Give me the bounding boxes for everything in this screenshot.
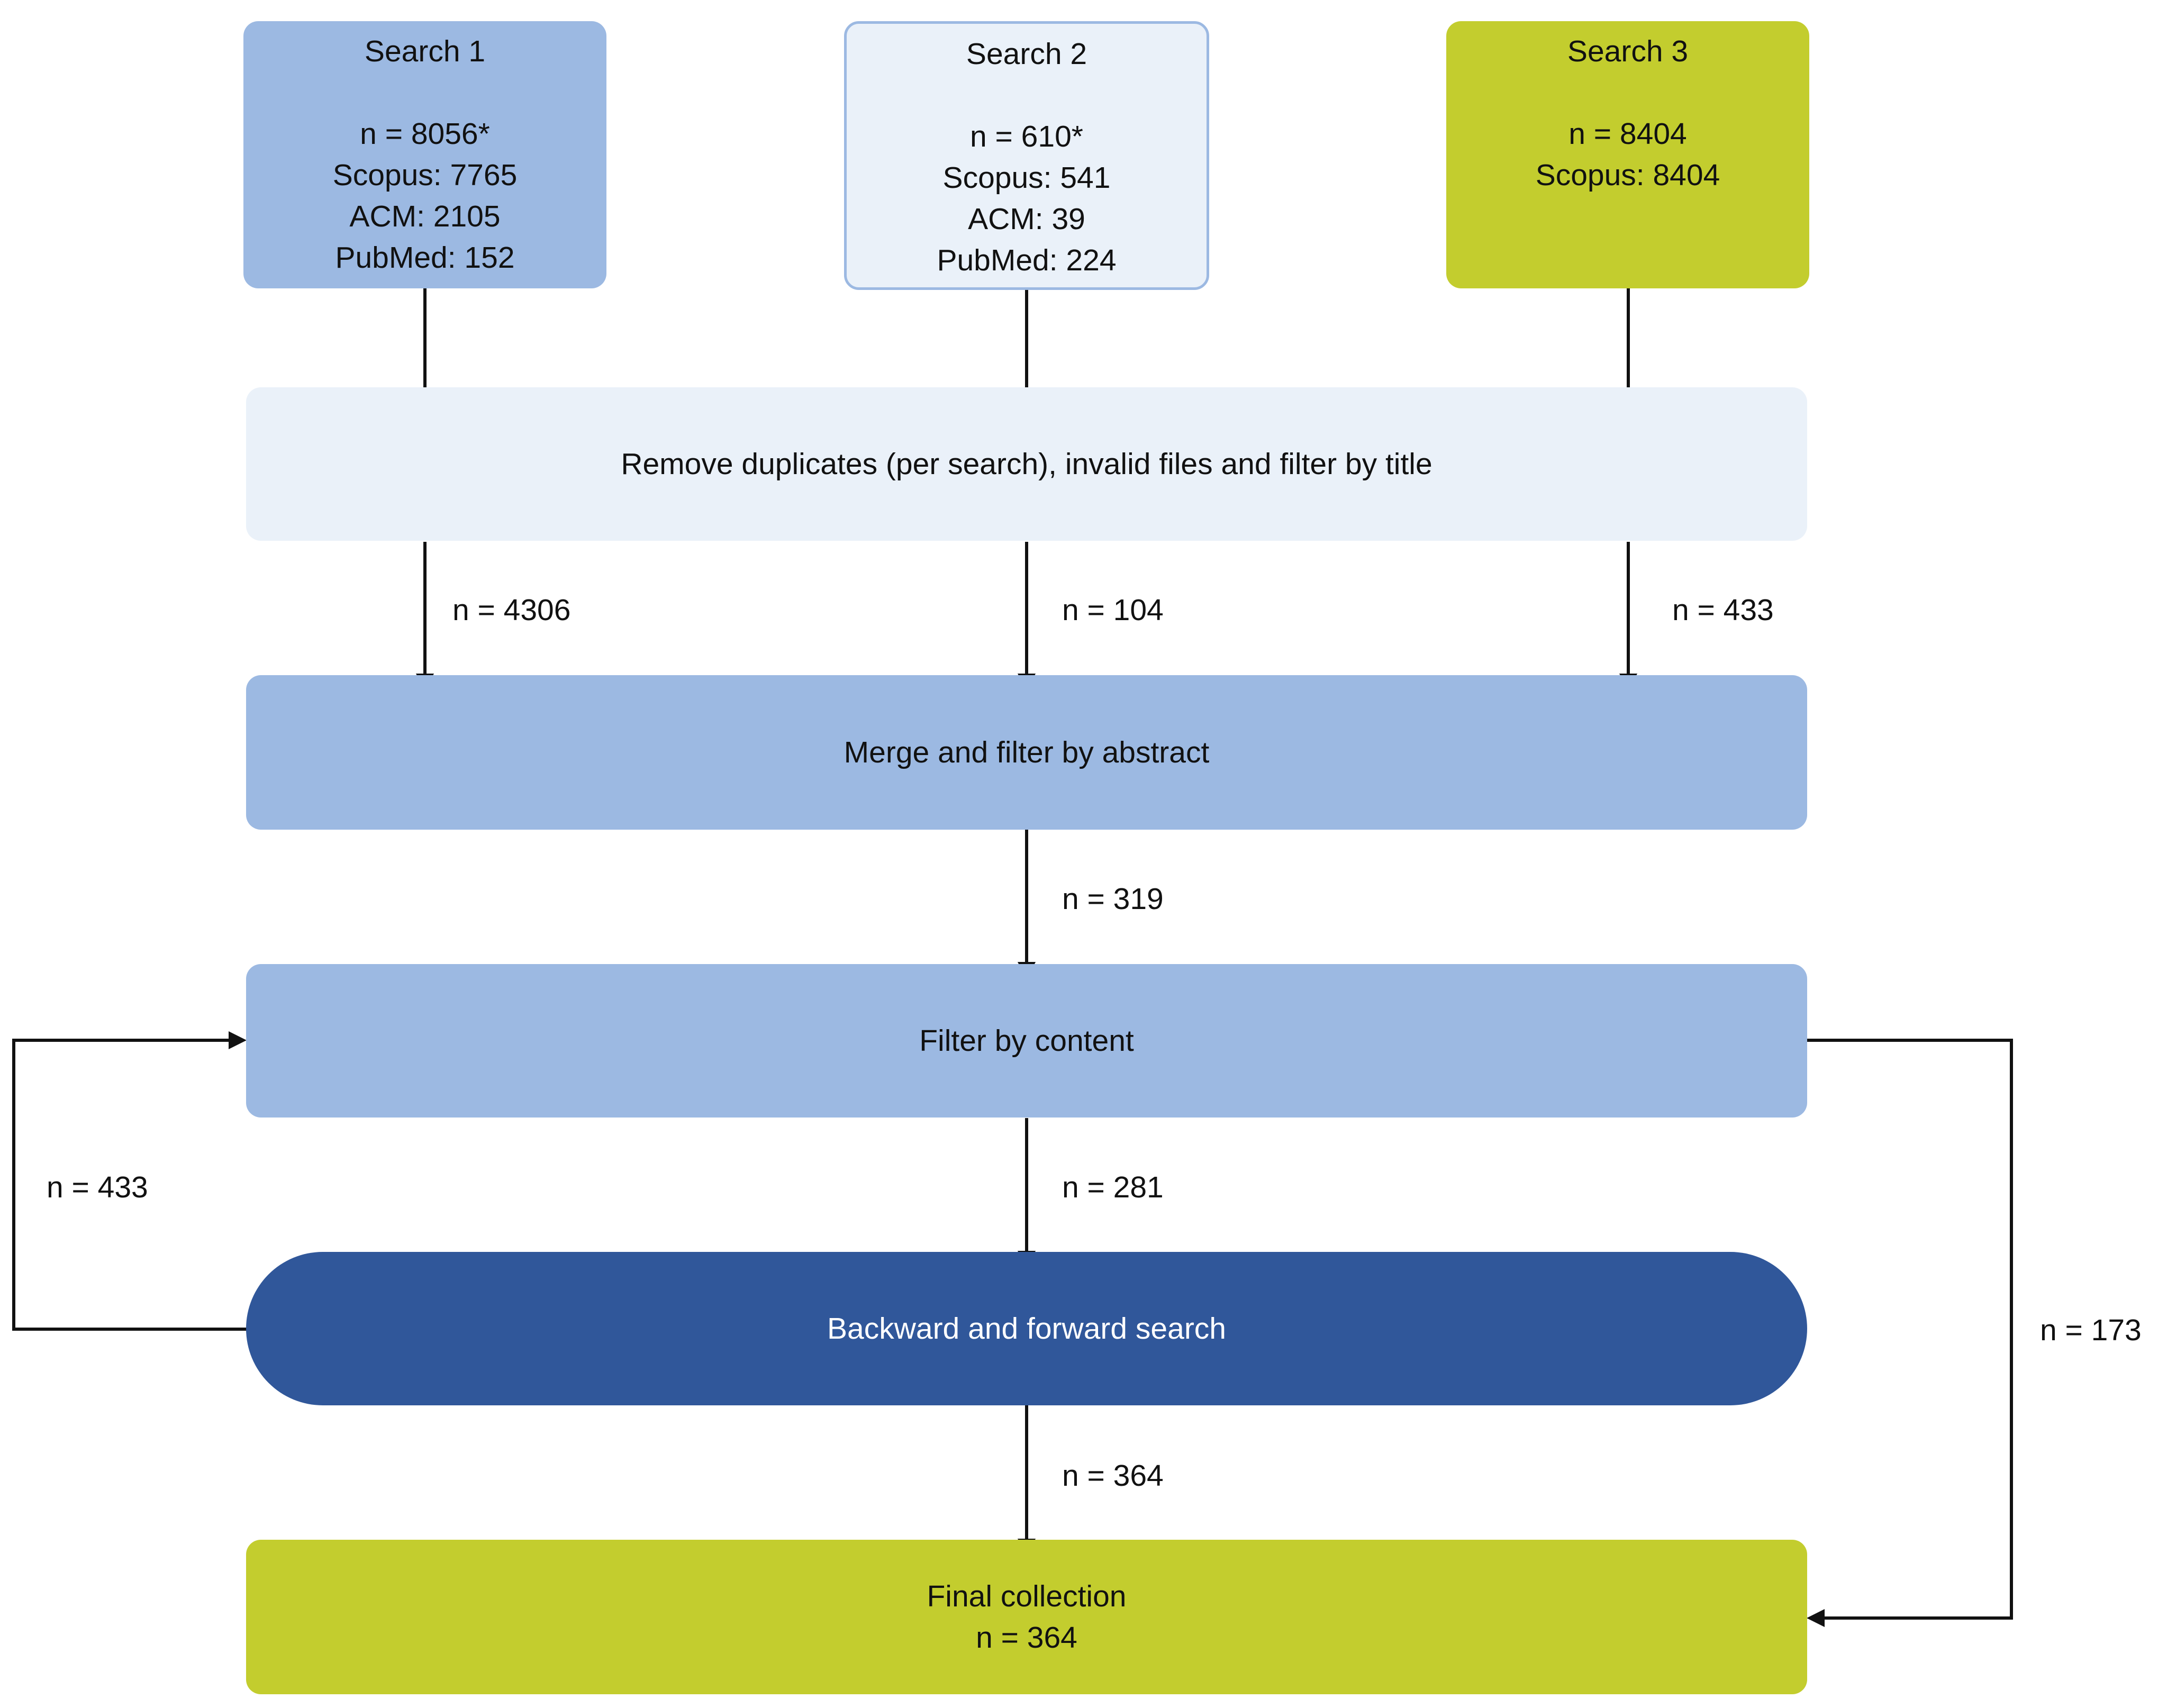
- count-after-dedup-search-1: n = 4306: [452, 593, 571, 627]
- arrow-content-to-final: [1806, 1039, 2013, 1620]
- search-2-box: Search 2 n = 610* Scopus: 541 ACM: 39 Pu…: [844, 21, 1209, 290]
- arrow-snowball-loop-to-content: [12, 1039, 247, 1331]
- search-1-source-scopus: Scopus: 7765: [332, 158, 518, 192]
- search-1-source-acm: ACM: 2105: [349, 199, 501, 233]
- count-content-to-final: n = 173: [2040, 1313, 2142, 1347]
- search-3-title: Search 3: [1567, 34, 1689, 68]
- final-collection-title: Final collection: [927, 1579, 1127, 1613]
- dedup-step-box: Remove duplicates (per search), invalid …: [246, 387, 1807, 541]
- count-loop-back: n = 433: [47, 1170, 148, 1204]
- search-2-total: n = 610*: [970, 120, 1083, 153]
- search-2-source-acm: ACM: 39: [968, 202, 1085, 236]
- search-3-box: Search 3 n = 8404 Scopus: 8404: [1446, 21, 1809, 288]
- count-after-content: n = 281: [1062, 1170, 1164, 1204]
- count-after-dedup-search-3: n = 433: [1672, 593, 1774, 627]
- search-1-title: Search 1: [364, 34, 486, 68]
- search-3-source-scopus: Scopus: 8404: [1535, 158, 1720, 192]
- snowball-search-label: Backward and forward search: [827, 1312, 1227, 1346]
- search-1-total: n = 8056*: [360, 117, 490, 151]
- merge-step-label: Merge and filter by abstract: [844, 735, 1210, 769]
- count-after-dedup-search-2: n = 104: [1062, 593, 1164, 627]
- search-1-source-pubmed: PubMed: 152: [335, 241, 515, 275]
- count-after-snowball: n = 364: [1062, 1459, 1164, 1493]
- search-3-total: n = 8404: [1568, 117, 1687, 151]
- final-collection-count: n = 364: [976, 1621, 1077, 1655]
- dedup-step-label: Remove duplicates (per search), invalid …: [621, 447, 1432, 481]
- search-2-title: Search 2: [966, 37, 1087, 71]
- final-collection-box: Final collection n = 364: [246, 1540, 1807, 1694]
- count-after-merge: n = 319: [1062, 882, 1164, 916]
- merge-step-box: Merge and filter by abstract: [246, 675, 1807, 830]
- search-2-source-scopus: Scopus: 541: [942, 161, 1111, 195]
- search-1-box: Search 1 n = 8056* Scopus: 7765 ACM: 210…: [243, 21, 606, 288]
- content-filter-box: Filter by content: [246, 964, 1807, 1118]
- snowball-search-box: Backward and forward search: [246, 1252, 1807, 1405]
- search-2-source-pubmed: PubMed: 224: [937, 243, 1117, 277]
- content-filter-label: Filter by content: [919, 1024, 1134, 1058]
